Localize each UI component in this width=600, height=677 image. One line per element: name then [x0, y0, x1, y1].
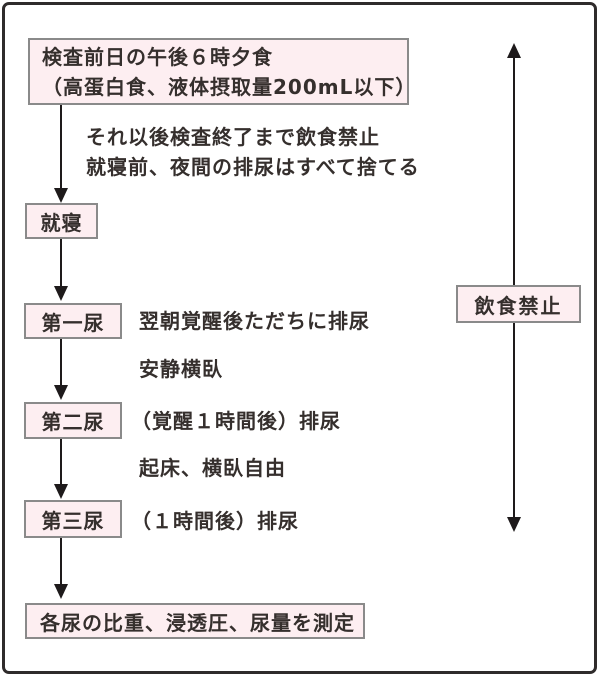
fasting-box-label: 飲食禁止 — [474, 293, 563, 318]
arrow-down-icon — [54, 385, 68, 400]
rise-note: 起床、横臥自由 — [139, 456, 286, 480]
sleep-box-label: 就寝 — [40, 210, 83, 235]
sleep-box: 就寝 — [25, 203, 98, 239]
urine1-box: 第一尿 — [24, 303, 122, 339]
urine2-box: 第二尿 — [24, 402, 122, 439]
fasting-note-line1: それ以後検査終了まで飲食禁止 — [86, 125, 380, 149]
arrow-urine2-to-urine3 — [60, 439, 62, 485]
arrow-urine3-to-measure — [60, 538, 62, 585]
measure-box-label: 各尿の比重、浸透圧、尿量を測定 — [40, 610, 355, 635]
fasting-note-line2: 就寝前、夜間の排尿はすべて捨てる — [86, 155, 420, 179]
fasting-note: それ以後検査終了まで飲食禁止 就寝前、夜間の排尿はすべて捨てる — [86, 122, 420, 182]
measure-box: 各尿の比重、浸透圧、尿量を測定 — [25, 603, 365, 639]
arrow-down-icon — [54, 286, 68, 301]
dinner-box-line2: （高蛋白食、液体摂取量200mL以下） — [42, 74, 417, 99]
arrow-up-icon — [507, 43, 521, 58]
urine3-note: （１時間後）排尿 — [131, 509, 299, 533]
arrow-down-icon — [54, 484, 68, 499]
urine2-note: （覚醒１時間後）排尿 — [131, 409, 341, 433]
urine1-box-label: 第一尿 — [41, 310, 105, 335]
arrow-sleep-to-urine1 — [60, 239, 62, 287]
arrow-dinner-to-sleep — [60, 105, 62, 189]
arrow-down-icon — [54, 584, 68, 599]
rest-note: 安静横臥 — [139, 357, 223, 381]
arrow-down-icon — [507, 517, 521, 532]
arrow-urine1-to-urine2 — [60, 339, 62, 386]
dinner-box: 検査前日の午後６時夕食 （高蛋白食、液体摂取量200mL以下） — [28, 38, 415, 105]
dinner-box-line1: 検査前日の午後６時夕食 — [42, 44, 273, 69]
fasting-box: 飲食禁止 — [456, 285, 581, 323]
urine3-box-label: 第三尿 — [41, 508, 105, 533]
urine3-box: 第三尿 — [24, 500, 122, 538]
urine1-note: 翌朝覚醒後ただちに排尿 — [139, 309, 370, 333]
arrow-down-icon — [54, 188, 68, 203]
urine2-box-label: 第二尿 — [41, 410, 105, 434]
